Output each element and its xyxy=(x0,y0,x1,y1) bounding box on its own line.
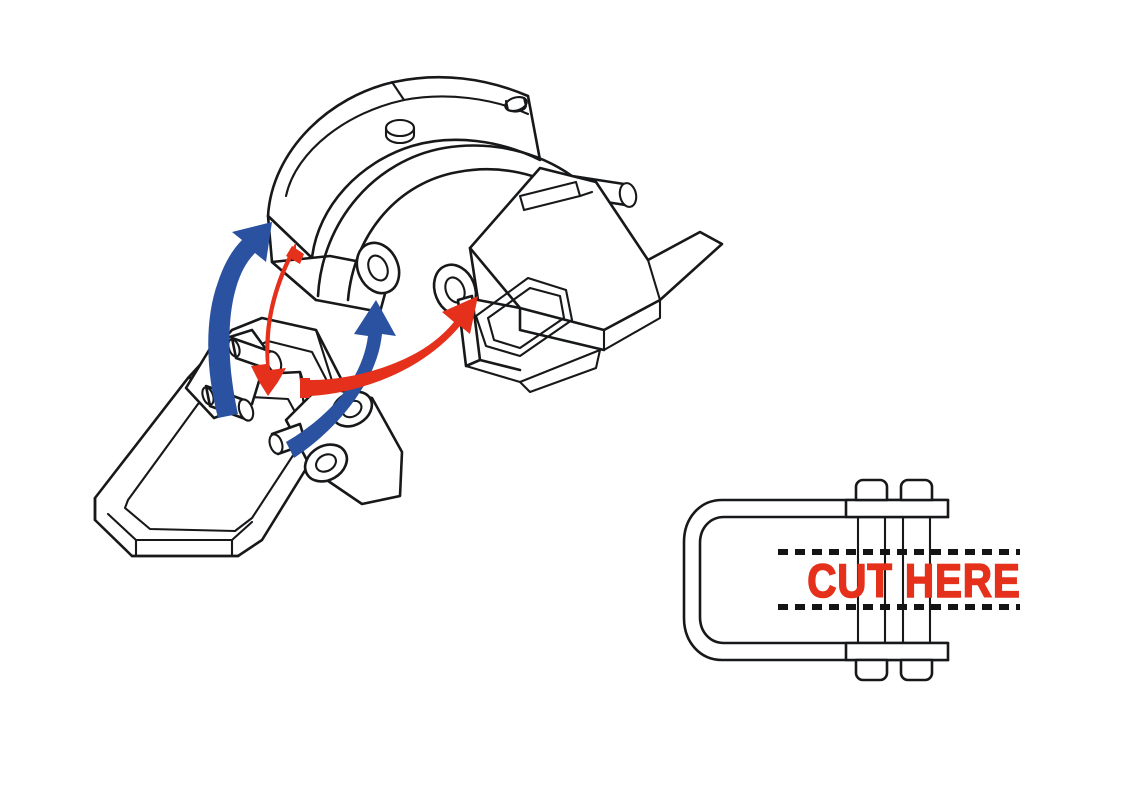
red-arrow-left xyxy=(251,242,304,396)
base-flange xyxy=(456,166,724,394)
nut-bottom-left xyxy=(854,658,889,682)
saddle-body xyxy=(266,75,638,317)
red-arrow-right xyxy=(300,296,478,398)
u-bolt-cut-detail: CUT HERE xyxy=(682,478,1021,682)
bottom-plate xyxy=(844,641,950,662)
top-plate xyxy=(844,498,950,519)
blue-arrow-right xyxy=(286,300,396,458)
nut-top-left xyxy=(854,478,889,502)
nut-bottom-right xyxy=(899,658,934,682)
blue-arrow-left xyxy=(208,222,272,418)
nut-top-right xyxy=(899,478,934,502)
spring-clamp-assembly xyxy=(93,75,724,558)
callout-arrows xyxy=(208,222,478,458)
cut-here-label: CUT HERE xyxy=(807,555,1020,608)
